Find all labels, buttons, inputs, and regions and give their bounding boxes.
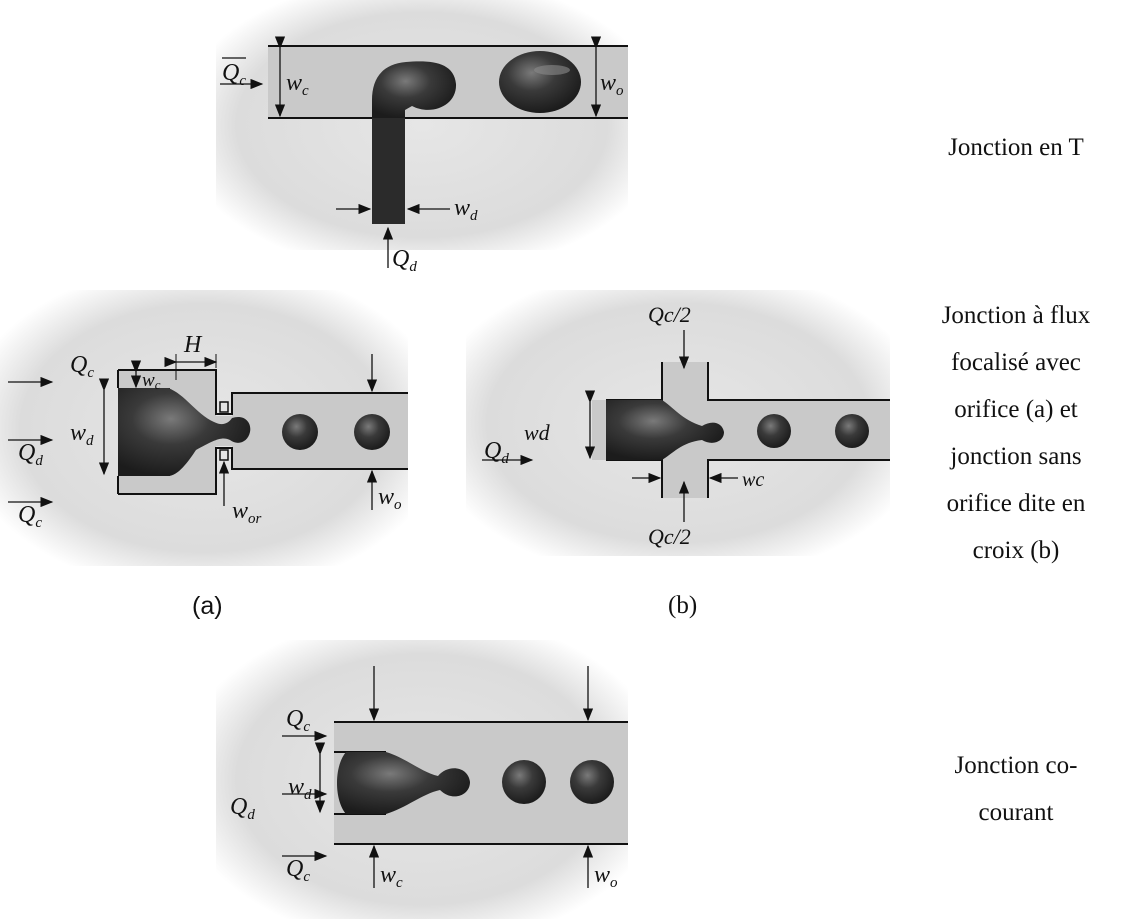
cross-junction-diagram: Qc/2 Qc/2 wd Qd wc xyxy=(466,290,890,556)
wc-label: wc xyxy=(742,469,764,491)
wo-label: wo xyxy=(378,484,402,513)
qd-label: Qd xyxy=(230,794,255,823)
co-flow-caption: Jonction co- courant xyxy=(954,752,1078,826)
wd-label: wd xyxy=(70,420,94,449)
wd-label: wd xyxy=(454,195,478,224)
qc-half-top-label: Qc/2 xyxy=(648,302,691,327)
droplet xyxy=(354,414,390,450)
droplet xyxy=(282,414,318,450)
sublabel-b: (b) xyxy=(668,592,698,619)
t-junction-caption: Jonction en T xyxy=(948,134,1084,161)
qc-top-label: Qc xyxy=(286,706,310,735)
droplet xyxy=(757,414,791,448)
side-channel xyxy=(372,100,405,224)
droplet xyxy=(570,760,614,804)
droplet-forming xyxy=(372,61,457,118)
flow-focusing-orifice-diagram: H Qc wc wd Qd Qc wor wo xyxy=(0,290,408,566)
t-junction-diagram: Qc wc wo wd Qd xyxy=(216,0,628,275)
sublabel-a: (a) xyxy=(192,592,223,620)
qd-label: Qd xyxy=(392,246,417,274)
wor-label: wor xyxy=(232,498,262,527)
wo-label: wo xyxy=(594,862,618,891)
droplet xyxy=(499,51,581,113)
droplet xyxy=(502,760,546,804)
qc-label: Qc xyxy=(222,60,246,89)
wc-label: wc xyxy=(286,70,309,99)
qd-label: Qd xyxy=(484,438,509,467)
wc-label: wc xyxy=(380,862,403,891)
wd-label: wd xyxy=(524,420,551,445)
flow-focusing-caption: Jonction à flux focalisé avec orifice (a… xyxy=(941,302,1091,564)
wd-label: wd xyxy=(288,774,312,803)
qc-top-label: Qc xyxy=(70,352,94,381)
qd-label: Qd xyxy=(18,440,43,469)
wc-label: wc xyxy=(142,370,161,392)
qc-bottom-label: Qc xyxy=(18,502,42,531)
h-label: H xyxy=(183,332,203,358)
droplet xyxy=(835,414,869,448)
co-flow-junction-diagram: Qc wd Qd Qc wc wo xyxy=(216,640,628,919)
wo-label: wo xyxy=(600,70,624,99)
qc-half-bottom-label: Qc/2 xyxy=(648,524,691,549)
qc-bottom-label: Qc xyxy=(286,856,310,885)
